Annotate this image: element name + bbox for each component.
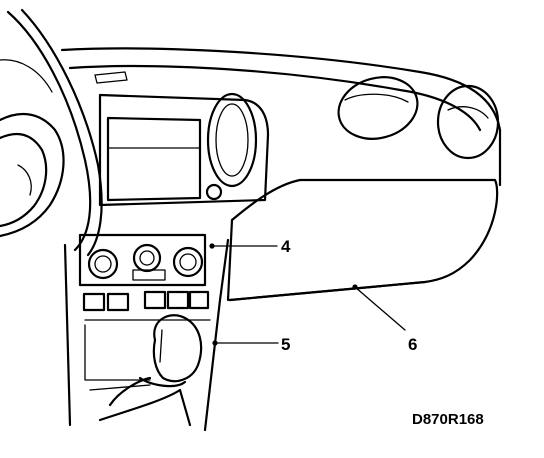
callout-4: 4: [281, 237, 291, 256]
defroster-vent: [94, 71, 128, 84]
fan-switch: [132, 269, 166, 281]
control-knob-left: [87, 248, 119, 280]
callout-leaders: [209, 243, 406, 346]
air-vent-center: [337, 76, 419, 140]
center-console: [63, 233, 230, 432]
switch-5: [188, 290, 210, 310]
control-knob-middle: [132, 243, 162, 273]
switch-2: [106, 292, 130, 312]
side-air-vent-left: [206, 92, 258, 188]
center-vents: [337, 76, 500, 160]
figure-code: D870R168: [412, 411, 484, 428]
steering-wheel: [0, 8, 103, 257]
switch-1: [82, 292, 106, 312]
callout-6: 6: [408, 335, 417, 354]
cluster-knob: [205, 183, 223, 201]
control-knob-right: [172, 246, 204, 278]
instrument-cluster: [98, 92, 270, 207]
switch-4: [166, 290, 190, 310]
dashboard-top: [60, 47, 502, 187]
leader-6: [354, 286, 406, 331]
air-vent-right: [436, 84, 500, 160]
switch-3: [143, 290, 167, 310]
gear-shift: [98, 314, 203, 427]
heater-control-panel: [78, 233, 207, 287]
glove-box: [226, 178, 499, 302]
callout-5: 5: [281, 335, 290, 354]
